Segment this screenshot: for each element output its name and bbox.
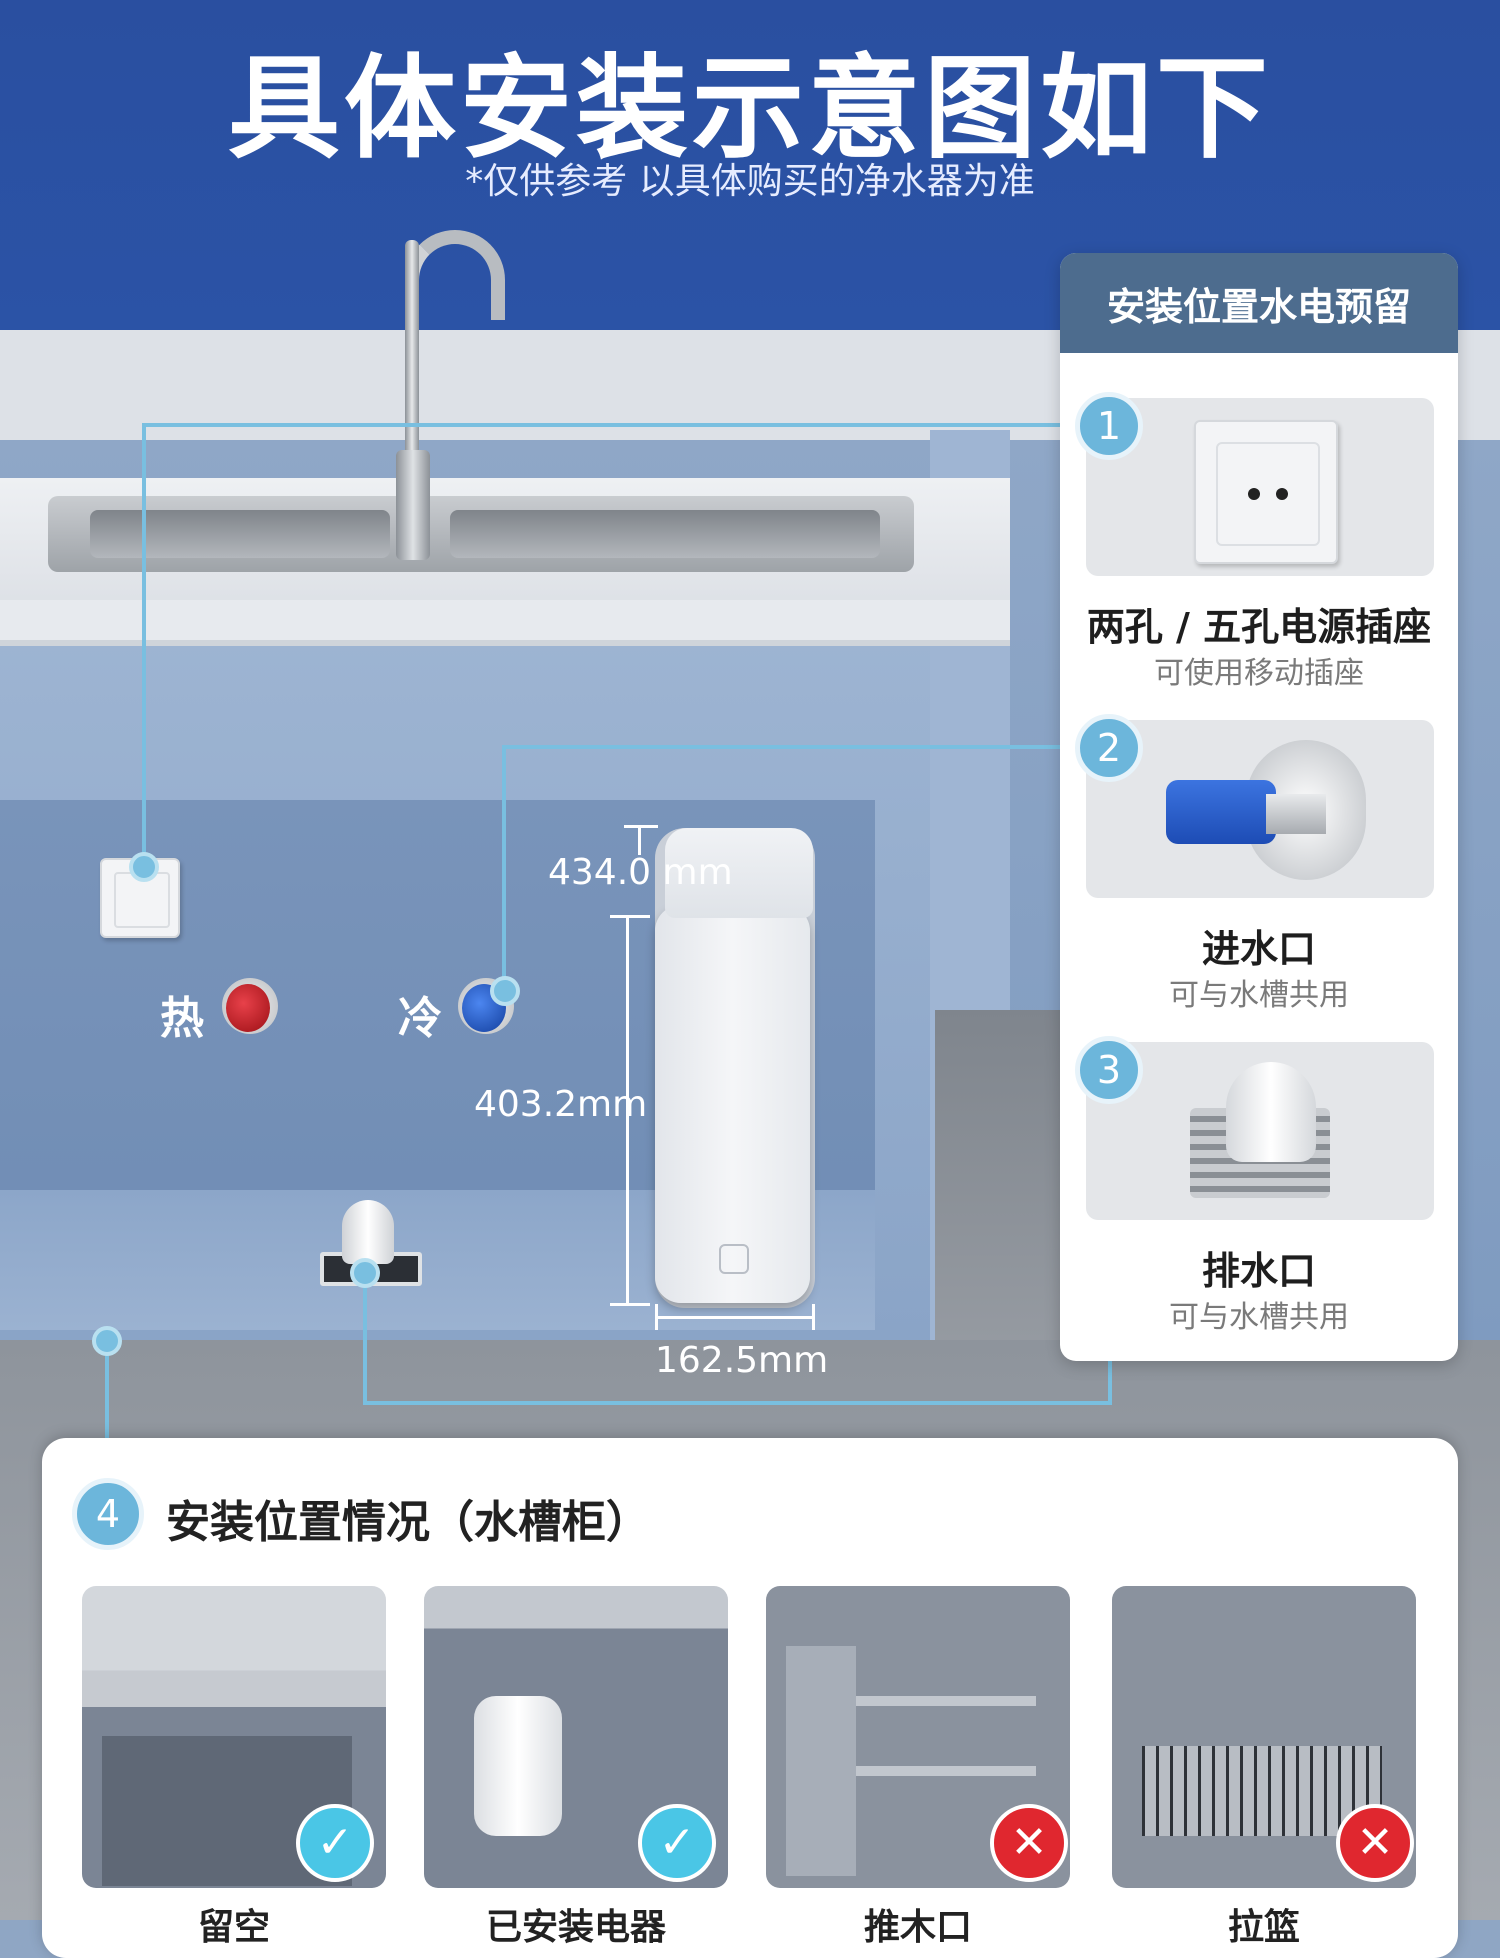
dim-line-horizontal bbox=[655, 1316, 813, 1319]
shelf-cabinet-icon bbox=[856, 1696, 1036, 1706]
sink-basin-right bbox=[450, 510, 880, 558]
badge-4: 4 bbox=[72, 1478, 144, 1550]
dimension-total-height: 434.0 mm bbox=[548, 852, 733, 893]
cross-icon: ✕ bbox=[1336, 1804, 1414, 1882]
badge-1: 1 bbox=[1075, 392, 1143, 460]
leader-line-4 bbox=[105, 1340, 109, 1490]
options-title: 安装位置情况（水槽柜） bbox=[166, 1497, 650, 1548]
option-caption-3: 推木口 bbox=[863, 1907, 972, 1948]
check-icon: ✓ bbox=[296, 1804, 374, 1882]
option-caption-2: 已安装电器 bbox=[485, 1907, 666, 1948]
item-2-desc: 可与水槽共用 bbox=[1169, 978, 1349, 1013]
dim-tick-bottom bbox=[610, 1303, 650, 1306]
leader-dot-3 bbox=[350, 1258, 380, 1288]
card-water-inlet bbox=[1086, 720, 1434, 898]
card-power-socket bbox=[1086, 398, 1434, 576]
item-3-desc: 可与水槽共用 bbox=[1169, 1300, 1349, 1335]
leader-line-3-bottom bbox=[363, 1401, 1112, 1405]
purifier-top bbox=[665, 828, 813, 918]
cold-valve-icon bbox=[458, 978, 514, 1034]
item-1-title: 两孔 / 五孔电源插座 bbox=[1086, 605, 1432, 649]
leader-line-2-down bbox=[502, 745, 506, 990]
card-drain bbox=[1086, 1042, 1434, 1220]
leader-dot-2 bbox=[490, 976, 520, 1006]
check-icon: ✓ bbox=[638, 1804, 716, 1882]
drain-pipe-icon bbox=[342, 1200, 394, 1264]
sink-basin-left bbox=[90, 510, 390, 558]
dim-line-vertical bbox=[626, 915, 629, 1305]
leader-line-2 bbox=[502, 745, 1110, 749]
leader-line-1-down bbox=[142, 423, 146, 863]
hot-label: 热 bbox=[160, 993, 204, 1044]
countertop-edge bbox=[0, 600, 1010, 646]
faucet-icon bbox=[405, 230, 505, 320]
dim-line-top bbox=[638, 825, 641, 855]
page-subtitle: *仅供参考 以具体购买的净水器为准 bbox=[465, 161, 1035, 202]
hot-valve-icon bbox=[222, 978, 278, 1034]
dimension-body-height: 403.2mm bbox=[474, 1084, 648, 1125]
option-caption-1: 留空 bbox=[197, 1907, 270, 1948]
purifier-logo-icon bbox=[719, 1244, 749, 1274]
item-1-desc: 可使用移动插座 bbox=[1154, 656, 1364, 691]
item-2-title: 进水口 bbox=[1201, 927, 1316, 971]
faucet-base bbox=[396, 450, 430, 560]
dim-tick-mid bbox=[610, 915, 650, 918]
panel-title: 安装位置水电预留 bbox=[1106, 285, 1411, 329]
power-socket-icon bbox=[1194, 420, 1338, 564]
water-inlet-valve-icon bbox=[1166, 780, 1276, 844]
page-title: 具体安装示意图如下 bbox=[228, 44, 1272, 174]
leader-dot-4 bbox=[92, 1326, 122, 1356]
water-purifier-icon bbox=[655, 905, 810, 1303]
badge-2: 2 bbox=[1075, 714, 1143, 782]
dimension-width: 162.5mm bbox=[655, 1340, 829, 1381]
wall-tile bbox=[935, 1010, 1060, 1340]
cold-label: 冷 bbox=[398, 993, 442, 1044]
panel-header bbox=[1060, 253, 1458, 353]
leader-line-1 bbox=[142, 423, 1110, 427]
dim-tick-top bbox=[624, 825, 658, 828]
dim-tick-right bbox=[812, 1304, 815, 1330]
badge-3: 3 bbox=[1075, 1036, 1143, 1104]
dim-tick-left bbox=[655, 1304, 658, 1330]
cross-icon: ✕ bbox=[990, 1804, 1068, 1882]
water-heater-cabinet-icon bbox=[474, 1696, 562, 1836]
leader-dot-1 bbox=[129, 852, 159, 882]
leader-line-3-up bbox=[363, 1272, 367, 1404]
item-3-title: 排水口 bbox=[1201, 1249, 1316, 1293]
option-caption-4: 拉篮 bbox=[1227, 1907, 1300, 1948]
